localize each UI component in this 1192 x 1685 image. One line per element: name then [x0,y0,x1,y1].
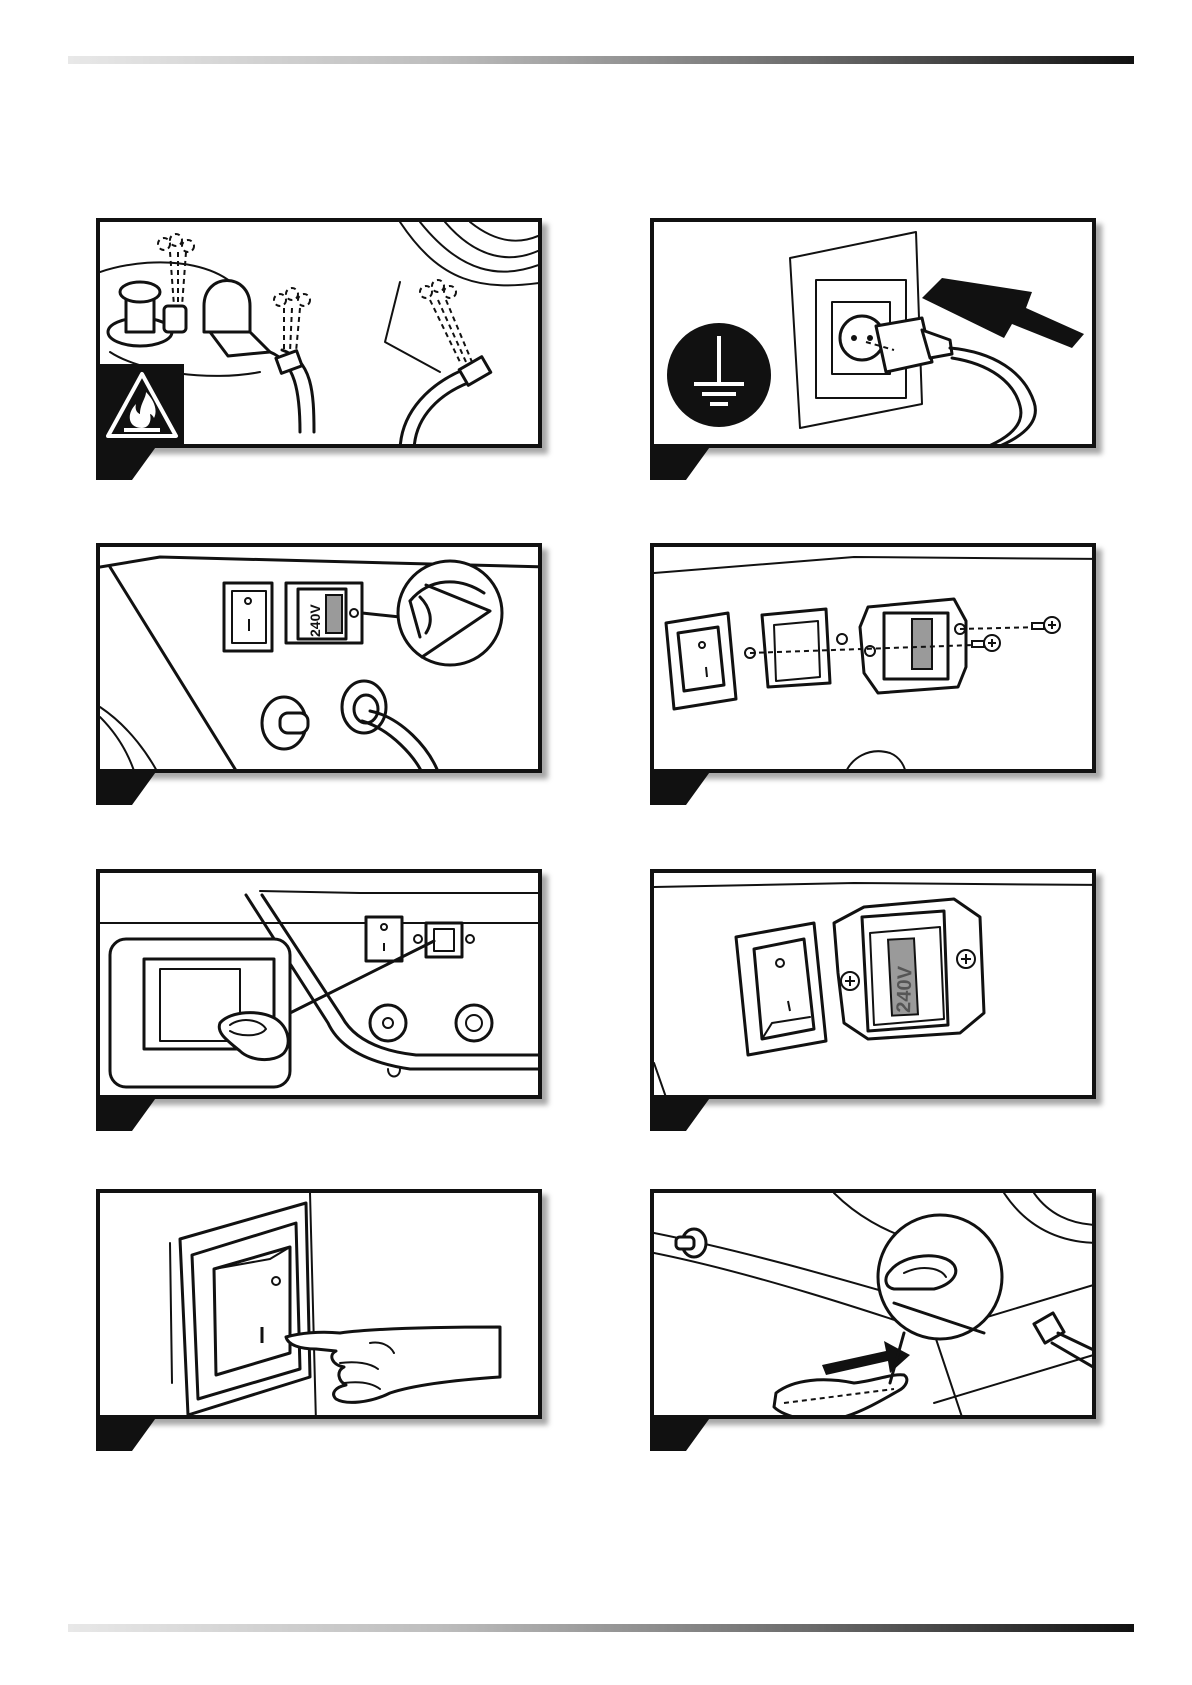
panel-6-voltage-selector: 240V [650,869,1096,1099]
top-rule [68,56,1134,64]
panel-3-voltage-check: 240V [96,543,542,773]
voltage-label-large: 240V [893,965,917,1013]
step-tab-5 [96,1095,158,1131]
panel-5-reset-button [96,869,542,1099]
panel-1-gas-leak-check [96,218,542,448]
hand-icon [286,1327,500,1402]
earth-ground-icon [664,320,774,430]
step-tab-7 [96,1415,158,1451]
panel-8-ignition-button [650,1189,1096,1419]
step-tab-2 [650,444,712,480]
screw-icon [972,617,1060,651]
flammable-warning-icon [100,364,184,448]
step-tab-8 [650,1415,712,1451]
panel-4-fuse-removal [650,543,1096,773]
step-tab-1 [96,444,158,480]
step-tab-3 [96,769,158,805]
bottom-rule [68,1624,1134,1632]
step-tab-6 [650,1095,712,1131]
panel-2-earthed-socket [650,218,1096,448]
step-tab-4 [650,769,712,805]
panel-7-power-switch [96,1189,542,1419]
voltage-label-small: 240V [307,604,323,637]
